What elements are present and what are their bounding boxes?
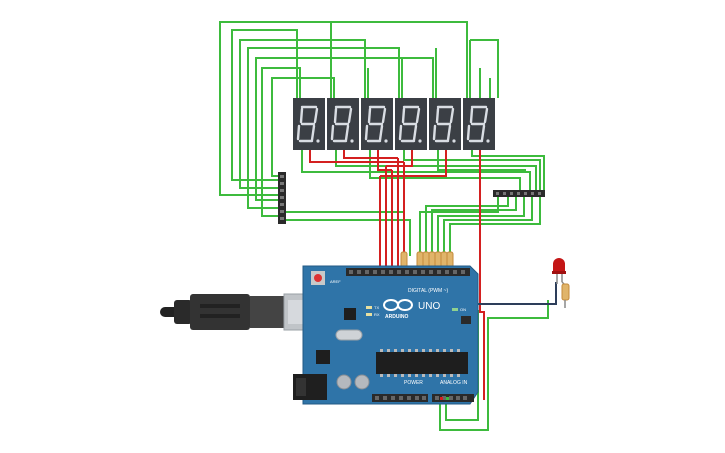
icsp-header[interactable] [461,316,471,324]
capacitor [336,374,352,390]
reset-button-cap [314,274,322,282]
red-wires[interactable] [309,150,485,400]
tx-led [366,306,372,309]
left-pin-header[interactable] [278,172,286,224]
seven-segment-display[interactable] [429,98,461,150]
aref-label: AREF [330,279,341,284]
on-label: ON [460,307,466,312]
crystal-oscillator [335,329,363,341]
red-led[interactable] [552,258,566,284]
right-pin-header[interactable] [493,190,545,197]
usb-chip [344,308,356,320]
voltage-regulator [316,350,330,364]
seven-segment-displays [293,98,495,150]
arduino-logo [383,299,413,311]
atmega-chip [376,352,468,374]
model-label: UNO [418,301,440,312]
rx-led [366,313,372,316]
seven-segment-display[interactable] [395,98,427,150]
usb-cable[interactable] [160,293,327,331]
seven-segment-display[interactable] [463,98,495,150]
analog-pin-marker [440,397,443,400]
digital-label: DIGITAL (PWM ~) [408,288,448,294]
power-label: POWER [404,380,423,386]
brand-label: ARDUINO [385,314,408,320]
seven-segment-display[interactable] [327,98,359,150]
seven-segment-display[interactable] [361,98,393,150]
on-led [452,308,458,311]
arduino-uno-board[interactable]: DIGITAL (PWM ~) AREF ARDUINO UNO TX RX O… [293,265,479,405]
led-resistor[interactable] [561,281,570,308]
analog-pin-marker [446,397,449,400]
tx-label: TX [374,305,379,310]
seven-segment-display[interactable] [293,98,325,150]
rx-label: RX [374,312,380,317]
analog-label: ANALOG IN [440,380,468,386]
capacitor [354,374,370,390]
